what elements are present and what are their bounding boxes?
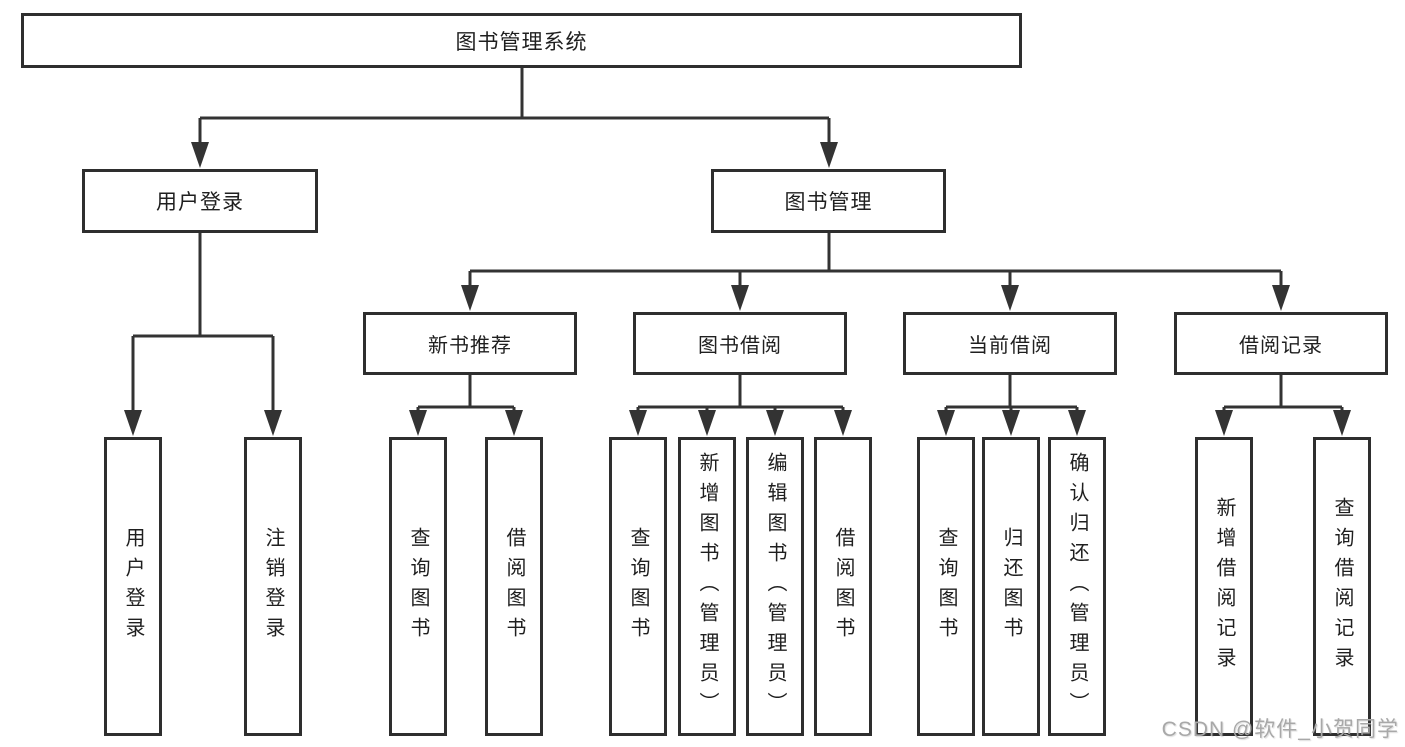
leaf-query-books-recommend: 查询图书 — [389, 437, 447, 736]
leaf-label: 编辑图书（管理员） — [764, 451, 786, 722]
node-root-library-management-system: 图书管理系统 — [21, 13, 1022, 68]
leaf-user-login: 用户登录 — [104, 437, 162, 736]
leaf-label: 查询图书 — [935, 526, 957, 647]
node-label: 图书管理 — [784, 191, 873, 214]
node-label: 新书推荐 — [428, 335, 512, 357]
leaf-logout-login: 注销登录 — [244, 437, 302, 736]
leaf-label: 注销登录 — [262, 526, 284, 647]
leaf-label: 用户登录 — [122, 526, 144, 647]
leaf-return-books: 归还图书 — [982, 437, 1040, 736]
leaf-label: 查询图书 — [627, 526, 649, 647]
node-book-management: 图书管理 — [711, 169, 946, 233]
leaf-confirm-return-admin: 确认归还（管理员） — [1048, 437, 1106, 736]
leaf-add-books-admin: 新增图书（管理员） — [678, 437, 736, 736]
leaf-label: 查询借阅记录 — [1331, 496, 1353, 677]
node-borrow-records: 借阅记录 — [1174, 312, 1388, 375]
leaf-add-borrow-record: 新增借阅记录 — [1195, 437, 1253, 736]
node-book-borrow: 图书借阅 — [633, 312, 847, 375]
leaf-query-borrow-record: 查询借阅记录 — [1313, 437, 1371, 736]
leaf-label: 归还图书 — [1000, 526, 1022, 647]
node-label: 图书管理系统 — [455, 30, 588, 54]
leaf-label: 确认归还（管理员） — [1066, 451, 1088, 722]
leaf-label: 借阅图书 — [832, 526, 854, 647]
leaf-borrow-books-recommend: 借阅图书 — [485, 437, 543, 736]
node-current-borrow: 当前借阅 — [903, 312, 1117, 375]
node-label: 当前借阅 — [968, 335, 1052, 357]
csdn-watermark: CSDN @软件_小贺同学 — [1161, 718, 1399, 741]
node-label: 图书借阅 — [698, 335, 782, 357]
leaf-label: 借阅图书 — [503, 526, 525, 647]
leaf-label: 新增借阅记录 — [1213, 496, 1235, 677]
leaf-borrow-books: 借阅图书 — [814, 437, 872, 736]
node-label: 借阅记录 — [1239, 335, 1323, 357]
leaf-query-books-current: 查询图书 — [917, 437, 975, 736]
leaf-label: 新增图书（管理员） — [696, 451, 718, 722]
leaf-edit-books-admin: 编辑图书（管理员） — [746, 437, 804, 736]
node-user-login: 用户登录 — [82, 169, 318, 233]
leaf-query-books-borrow: 查询图书 — [609, 437, 667, 736]
node-label: 用户登录 — [156, 191, 244, 214]
leaf-label: 查询图书 — [407, 526, 429, 647]
node-new-book-recommend: 新书推荐 — [363, 312, 577, 375]
arrowhead-icons — [124, 142, 1351, 436]
